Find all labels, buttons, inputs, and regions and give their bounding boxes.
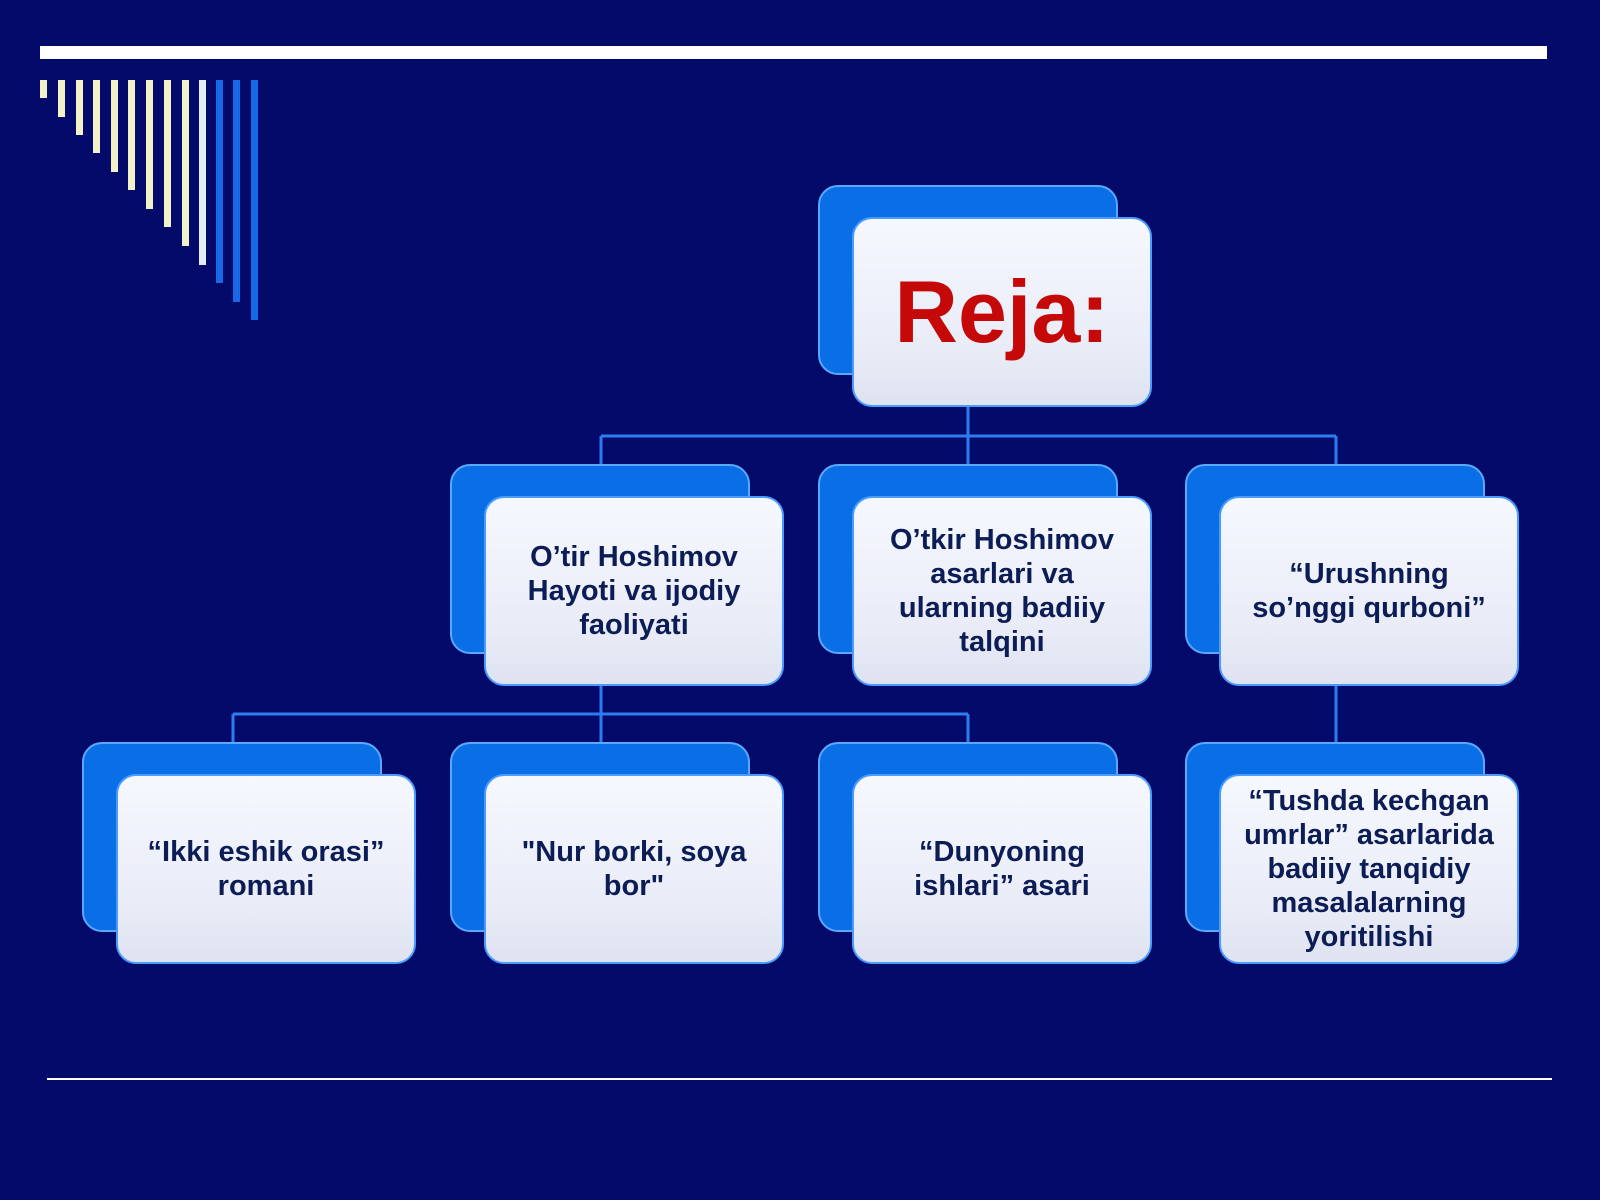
root-title: Reja: [894,262,1110,361]
node-card: “Dunyoning ishlari” asari [852,774,1152,964]
node-label: “Ikki eshik orasi” romani [147,836,385,902]
node-card: O’tkir Hoshimov asarlari va ularning bad… [852,496,1152,686]
node-label: O’tkir Hoshimov asarlari va ularning bad… [890,524,1114,658]
node-card: O’tir Hoshimov Hayoti va ijodiy faoliyat… [484,496,784,686]
stripe [111,80,118,172]
node-card: “Ikki eshik orasi” romani [116,774,416,964]
node-card: “Tushda kechgan umrlar” asarlarida badii… [1219,774,1519,964]
node-card: “Urushning so’nggi qurboni” [1219,496,1519,686]
node-label: "Nur borki, soya bor" [521,836,747,902]
node-label: “Tushda kechgan umrlar” asarlarida badii… [1244,785,1494,953]
stripe [233,80,240,302]
node-label: O’tir Hoshimov Hayoti va ijodiy faoliyat… [527,541,741,641]
bottom-rule [47,1078,1552,1080]
stripe [164,80,171,227]
stripe [128,80,135,190]
stripe [76,80,83,135]
node-label: “Dunyoning ishlari” asari [914,836,1090,902]
stripe [251,80,258,320]
stripe [40,80,47,98]
root-node-card: Reja: [852,217,1152,407]
stripe [93,80,100,153]
stripe [58,80,65,117]
top-rule [40,46,1547,59]
node-label: “Urushning so’nggi qurboni” [1252,558,1486,624]
stripe [199,80,206,265]
stripe [182,80,189,246]
stripe [146,80,153,209]
stripe [216,80,223,283]
node-card: "Nur borki, soya bor" [484,774,784,964]
